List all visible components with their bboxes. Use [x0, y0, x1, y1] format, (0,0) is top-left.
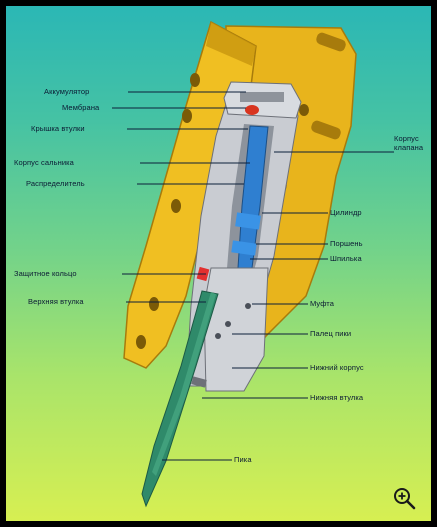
label-distributor: Распределитель — [26, 179, 85, 188]
label-lower-bushing: Нижняя втулка — [310, 393, 363, 402]
diagram-panel: Аккумулятор Мембрана Крышка втулки Корпу… — [6, 6, 431, 521]
label-accumulator: Аккумулятор — [44, 87, 89, 96]
label-valve-body: Корпус клапана — [394, 134, 430, 152]
label-pick: Пика — [234, 455, 252, 464]
label-upper-bushing: Верхняя втулка — [28, 297, 84, 306]
label-pick-pin: Палец пики — [310, 329, 351, 338]
accumulator-membrane — [245, 105, 259, 115]
label-gland-body: Корпус сальника — [14, 158, 74, 167]
label-coupling: Муфта — [310, 299, 334, 308]
magnifier-plus-icon — [391, 485, 417, 511]
hydraulic-breaker-diagram — [6, 6, 431, 521]
label-membrane: Мембрана — [62, 103, 99, 112]
label-piston: Поршень — [330, 239, 363, 248]
label-cylinder: Цилиндр — [330, 208, 362, 217]
label-bushing-cover: Крышка втулки — [31, 124, 85, 133]
label-lower-body: Нижний корпус — [310, 363, 364, 372]
lower-body — [204, 268, 268, 391]
label-protective-ring: Защитное кольцо — [14, 269, 77, 278]
label-stud: Шпилька — [330, 254, 362, 263]
zoom-in-button[interactable] — [391, 485, 417, 511]
